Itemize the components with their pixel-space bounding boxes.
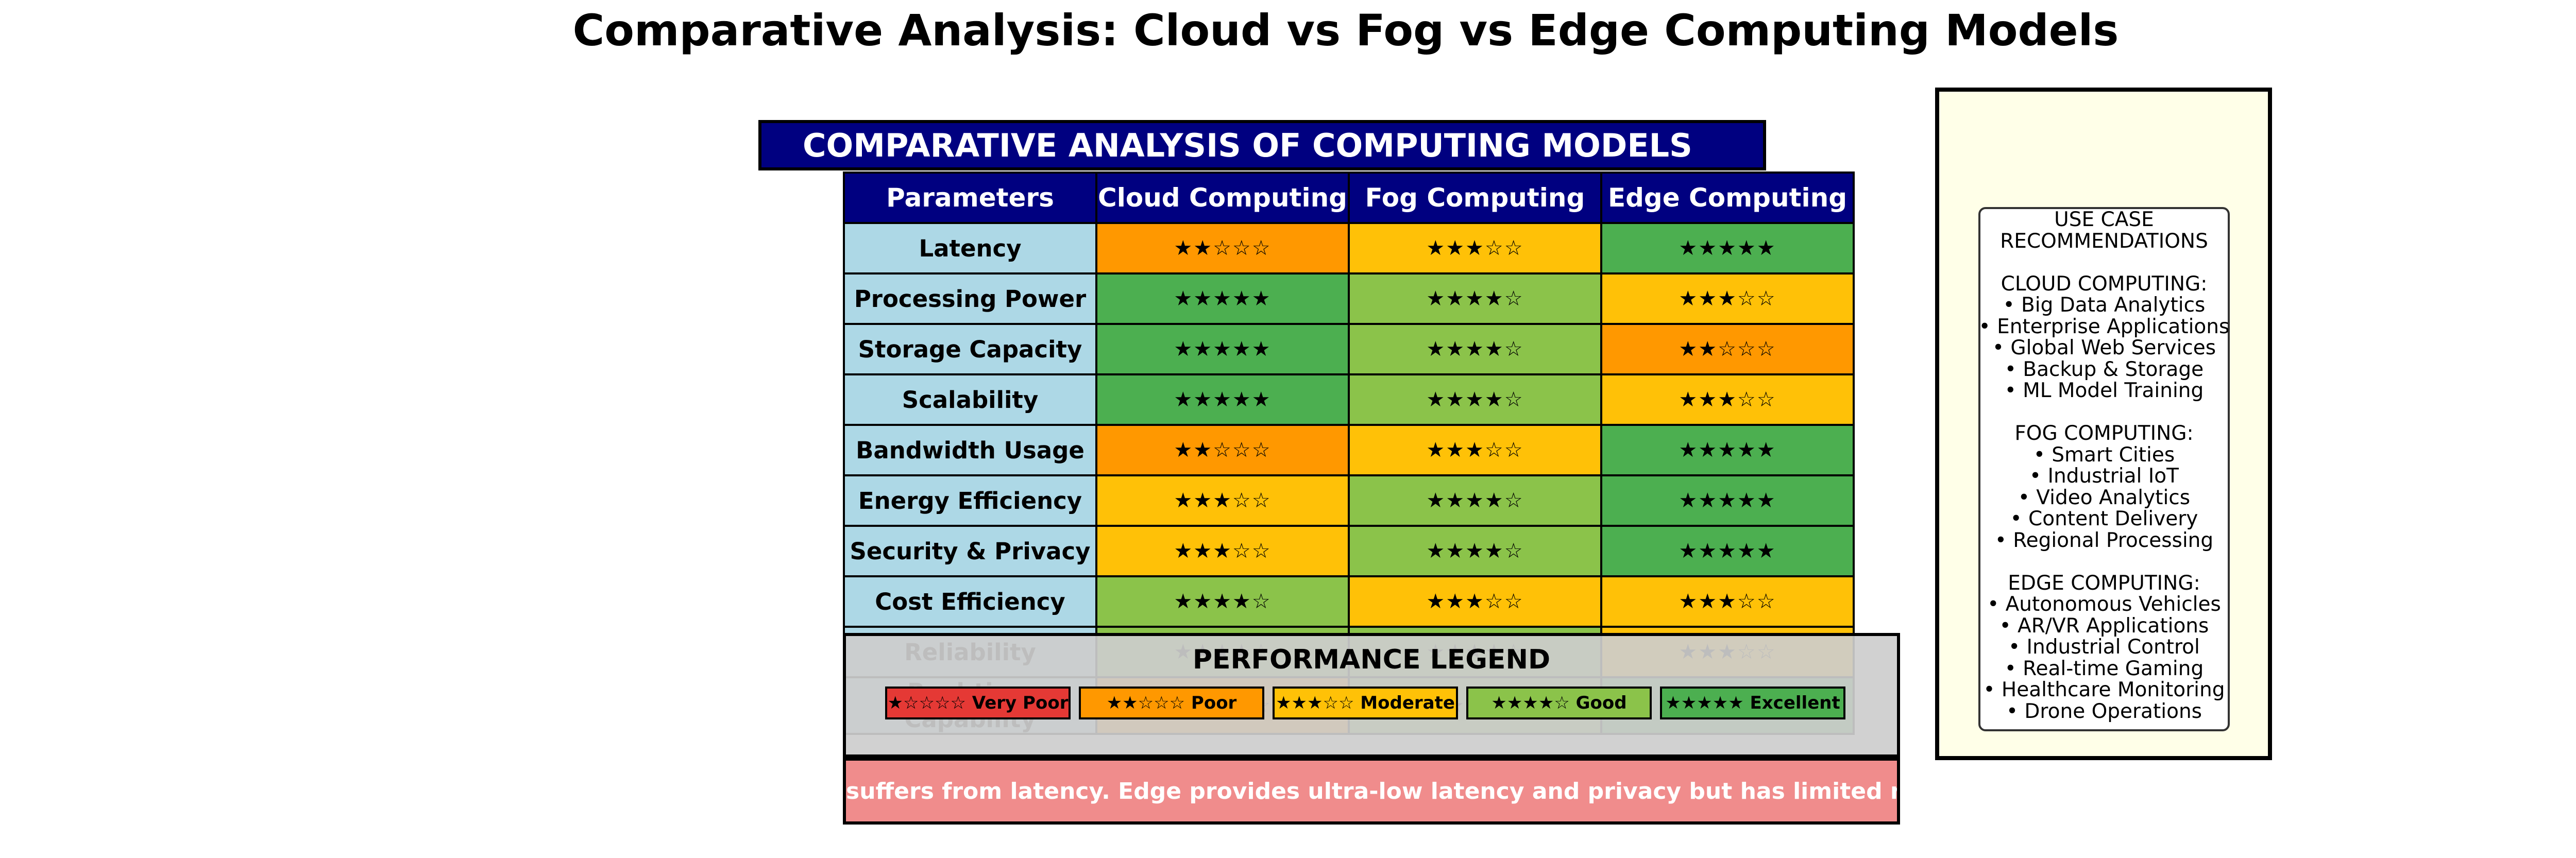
rating-cell: ★★★★☆ — [1348, 525, 1602, 577]
parameter-cell: Scalability — [843, 373, 1097, 426]
parameter-cell: Security & Privacy — [843, 525, 1097, 577]
parameter-cell: Cost Efficiency — [843, 575, 1097, 628]
rating-cell: ★★★☆☆ — [1095, 474, 1350, 527]
rating-cell: ★★★★★ — [1095, 272, 1350, 325]
rating-cell: ★★★★☆ — [1348, 373, 1602, 426]
legend-item-good: ★★★★☆ Good — [1466, 687, 1652, 719]
performance-legend: PERFORMANCE LEGEND ★☆☆☆☆ Very Poor★★☆☆☆ … — [843, 633, 1900, 758]
rating-cell: ★★★★☆ — [1095, 575, 1350, 628]
table-row: Processing Power★★★★★★★★★☆★★★☆☆ — [843, 272, 1855, 325]
parameter-cell: Bandwidth Usage — [843, 424, 1097, 476]
rating-cell: ★★★☆☆ — [1348, 424, 1602, 476]
parameter-cell: Processing Power — [843, 272, 1097, 325]
table-title-banner: COMPARATIVE ANALYSIS OF COMPUTING MODELS — [758, 120, 1766, 170]
column-header-cloud-computing: Cloud Computing — [1095, 171, 1350, 224]
legend-item-poor: ★★☆☆☆ Poor — [1079, 687, 1264, 719]
summary-text: suffers from latency. Edge provides ultr… — [846, 778, 1900, 804]
rating-cell: ★★★★★ — [1600, 424, 1855, 476]
summary-banner: suffers from latency. Edge provides ultr… — [843, 758, 1900, 825]
legend-item-moderate: ★★★☆☆ Moderate — [1273, 687, 1458, 719]
use-case-card: USE CASE RECOMMENDATIONS CLOUD COMPUTING… — [1978, 207, 2230, 731]
legend-title: PERFORMANCE LEGEND — [1192, 644, 1551, 675]
legend-item-very-poor: ★☆☆☆☆ Very Poor — [885, 687, 1071, 719]
use-case-panel: USE CASE RECOMMENDATIONS CLOUD COMPUTING… — [1935, 88, 2272, 760]
rating-cell: ★★★☆☆ — [1600, 272, 1855, 325]
use-case-text: USE CASE RECOMMENDATIONS CLOUD COMPUTING… — [1978, 208, 2230, 723]
table-row: Bandwidth Usage★★☆☆☆★★★☆☆★★★★★ — [843, 424, 1855, 476]
parameter-cell: Latency — [843, 222, 1097, 274]
rating-cell: ★★★★★ — [1095, 373, 1350, 426]
rating-cell: ★★★☆☆ — [1095, 525, 1350, 577]
rating-cell: ★★★★☆ — [1348, 323, 1602, 375]
column-header-fog-computing: Fog Computing — [1348, 171, 1602, 224]
rating-cell: ★★★☆☆ — [1348, 575, 1602, 628]
parameter-cell: Energy Efficiency — [843, 474, 1097, 527]
column-header-parameters: Parameters — [843, 171, 1097, 224]
rating-cell: ★★★★★ — [1600, 474, 1855, 527]
table-row: Latency★★☆☆☆★★★☆☆★★★★★ — [843, 222, 1855, 274]
table-row: Scalability★★★★★★★★★☆★★★☆☆ — [843, 373, 1855, 426]
rating-cell: ★★★★★ — [1600, 222, 1855, 274]
rating-cell: ★★★☆☆ — [1600, 373, 1855, 426]
table-row: Storage Capacity★★★★★★★★★☆★★☆☆☆ — [843, 323, 1855, 375]
page-title: Comparative Analysis: Cloud vs Fog vs Ed… — [572, 5, 2119, 56]
table-row: Cost Efficiency★★★★☆★★★☆☆★★★☆☆ — [843, 575, 1855, 628]
legend-item-excellent: ★★★★★ Excellent — [1660, 687, 1845, 719]
column-header-edge-computing: Edge Computing — [1600, 171, 1855, 224]
rating-cell: ★★★★☆ — [1348, 272, 1602, 325]
rating-cell: ★★★★★ — [1095, 323, 1350, 375]
rating-cell: ★★☆☆☆ — [1095, 222, 1350, 274]
parameter-cell: Storage Capacity — [843, 323, 1097, 375]
table-row: Energy Efficiency★★★☆☆★★★★☆★★★★★ — [843, 474, 1855, 527]
rating-cell: ★★★☆☆ — [1348, 222, 1602, 274]
rating-cell: ★★★☆☆ — [1600, 575, 1855, 628]
rating-cell: ★★☆☆☆ — [1600, 323, 1855, 375]
table-row: Security & Privacy★★★☆☆★★★★☆★★★★★ — [843, 525, 1855, 577]
rating-cell: ★★★★★ — [1600, 525, 1855, 577]
rating-cell: ★★☆☆☆ — [1095, 424, 1350, 476]
rating-cell: ★★★★☆ — [1348, 474, 1602, 527]
